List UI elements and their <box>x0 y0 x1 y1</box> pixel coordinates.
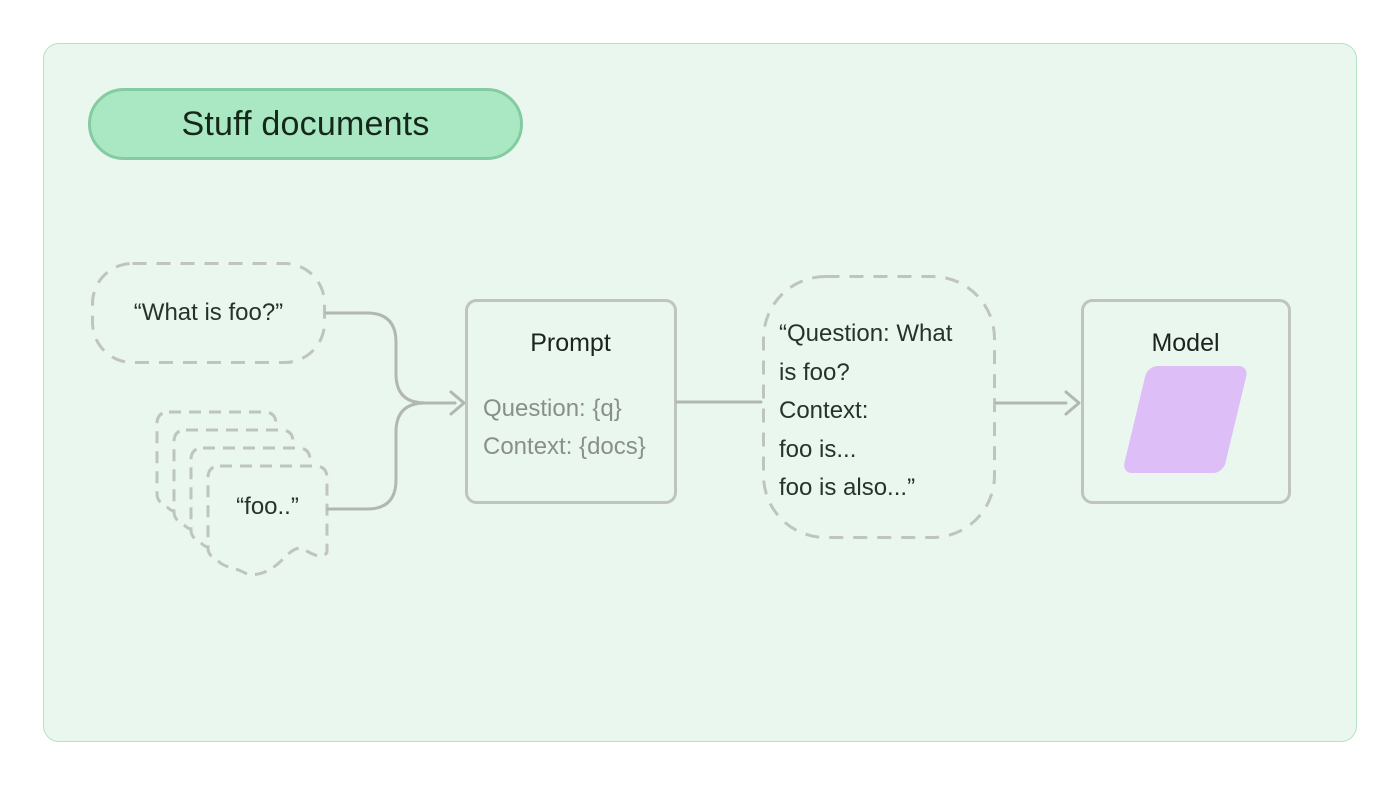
model-arrowhead-icon <box>1064 390 1081 416</box>
stuffed-prompt-node-outline <box>762 275 996 539</box>
connector-docs-to-prompt <box>326 401 427 511</box>
prompt-node-template-lines: Question: {q} Context: {docs} <box>483 390 683 466</box>
stuff-documents-badge-label: Stuff documents <box>181 104 430 143</box>
prompt-node-box <box>465 299 677 504</box>
connector-question-to-prompt <box>324 311 457 405</box>
prompt-question-line: Question: {q} <box>483 395 622 422</box>
stuffed-line-5: foo is also...” <box>779 474 916 501</box>
stuffed-line-2: is foo? <box>779 358 850 386</box>
stuffed-prompt-node-text: “Question: What is foo? Context: foo is.… <box>779 315 999 508</box>
prompt-context-line: Context: {docs} <box>483 433 646 460</box>
prompt-node-title: Prompt <box>530 329 611 357</box>
model-node-title: Model <box>1151 329 1220 357</box>
stuff-documents-badge: Stuff documents <box>88 88 523 160</box>
document-front-page-icon <box>206 464 329 576</box>
stuffed-line-3: Context: <box>779 397 869 424</box>
question-node-label: “What is foo?” <box>133 299 284 326</box>
documents-node-label: “foo..” <box>236 493 299 520</box>
stuffed-line-4: foo is... <box>779 435 857 463</box>
prompt-arrowhead-icon <box>449 390 466 416</box>
stuffed-line-1: “Question: What <box>779 320 953 347</box>
